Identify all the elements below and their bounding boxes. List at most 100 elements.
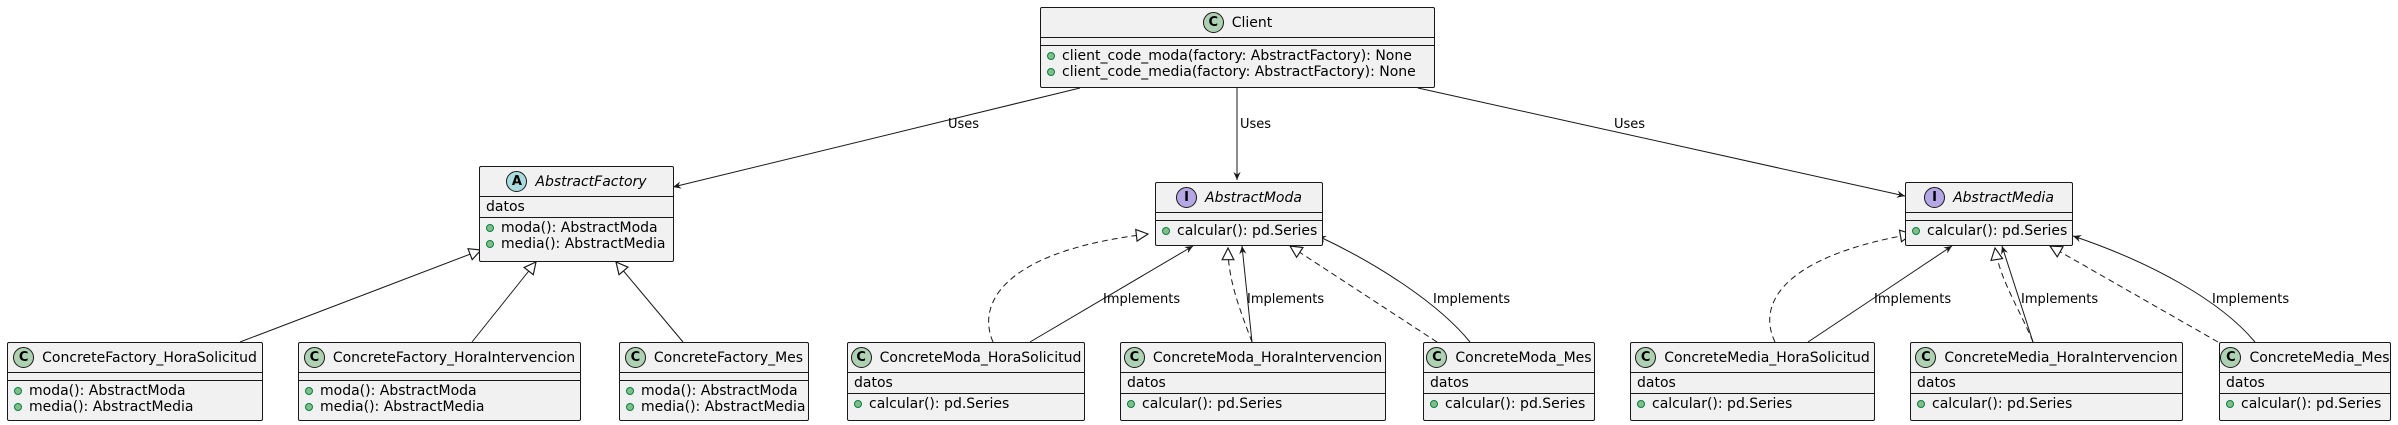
class-stereotype-icon: C [1915, 347, 1937, 368]
implements-label: Implements [1874, 292, 1952, 307]
method-row: calcular(): pd.Series [854, 396, 1078, 412]
uses-label: Uses [1614, 117, 1646, 132]
class-stereotype-icon: C [1202, 12, 1224, 33]
class-name: ConcreteFactory_HoraSolicitud [42, 349, 257, 366]
public-method-icon [486, 240, 494, 248]
class-stereotype-icon: C [624, 347, 646, 368]
interface-abstract-moda[interactable]: I AbstractModa calcular(): pd.Series [1155, 182, 1323, 246]
class-header: C Client [1041, 8, 1434, 38]
field-row: datos [1430, 375, 1469, 391]
realize-edge-cme-hs [1769, 234, 1912, 343]
class-header: C ConcreteMedia_HoraIntervencion [1911, 343, 2182, 373]
implements-label: Implements [1247, 292, 1325, 307]
methods-section: moda(): AbstractModa media(): AbstractMe… [480, 218, 673, 254]
public-method-icon [1912, 227, 1920, 235]
method-text: moda(): AbstractModa [641, 383, 798, 399]
methods-section: calcular(): pd.Series [2220, 394, 2390, 414]
implements-label: Implements [2021, 292, 2099, 307]
realize-edge-cme-mes [2050, 246, 2219, 343]
method-row: moda(): AbstractModa [626, 383, 802, 399]
public-method-icon [14, 403, 22, 411]
impl-edge-cme-mes [2072, 235, 2256, 343]
public-method-icon [1047, 52, 1055, 60]
method-row: calcular(): pd.Series [1912, 223, 2068, 239]
class-stereotype-icon: C [850, 347, 872, 368]
method-text: calcular(): pd.Series [1932, 396, 2073, 412]
fields-section: datos [1424, 373, 1594, 394]
method-row: moda(): AbstractModa [305, 383, 574, 399]
class-concrete-factory-mes[interactable]: C ConcreteFactory_Mes moda(): AbstractMo… [619, 342, 809, 421]
method-row: calcular(): pd.Series [1917, 396, 2176, 412]
public-method-icon [1917, 400, 1925, 408]
method-row: client_code_moda(factory: AbstractFactor… [1047, 48, 1428, 64]
fields-section [1906, 213, 2072, 221]
method-text: calcular(): pd.Series [869, 396, 1010, 412]
class-header: C ConcreteFactory_HoraSolicitud [8, 343, 262, 373]
public-method-icon [1127, 400, 1135, 408]
class-header: I AbstractModa [1156, 183, 1322, 213]
class-concrete-moda-hora-solicitud[interactable]: C ConcreteModa_HoraSolicitud datos calcu… [847, 342, 1085, 421]
method-row: calcular(): pd.Series [1430, 396, 1588, 412]
public-method-icon [305, 387, 313, 395]
class-concrete-media-mes[interactable]: C ConcreteMedia_Mes datos calcular(): pd… [2219, 342, 2391, 421]
fields-section [1041, 38, 1434, 46]
methods-section: moda(): AbstractModa media(): AbstractMe… [8, 381, 262, 417]
implements-label: Implements [2212, 292, 2290, 307]
class-header: C ConcreteMedia_HoraSolicitud [1631, 343, 1874, 373]
field-row: datos [2226, 375, 2265, 391]
uses-label: Uses [1240, 117, 1272, 132]
class-name: ConcreteModa_HoraIntervencion [1152, 349, 1383, 366]
class-name: AbstractMedia [1953, 189, 2054, 206]
class-stereotype-icon: C [1123, 347, 1145, 368]
inherit-edge-cf-mes [616, 262, 684, 343]
method-row: calcular(): pd.Series [1637, 396, 1868, 412]
impl-edge-cmo-hs [1029, 245, 1194, 343]
method-row: media(): AbstractMedia [486, 236, 667, 252]
methods-section: calcular(): pd.Series [1156, 221, 1322, 241]
method-text: media(): AbstractMedia [501, 236, 666, 252]
method-row: calcular(): pd.Series [1162, 223, 1318, 239]
fields-section [1156, 213, 1322, 221]
class-name: ConcreteMedia_HoraSolicitud [1664, 349, 1870, 366]
class-concrete-media-hora-solicitud[interactable]: C ConcreteMedia_HoraSolicitud datos calc… [1630, 342, 1875, 421]
interface-abstract-media[interactable]: I AbstractMedia calcular(): pd.Series [1905, 182, 2073, 246]
class-concrete-media-hora-intervencion[interactable]: C ConcreteMedia_HoraIntervencion datos c… [1910, 342, 2183, 421]
class-abstract-factory[interactable]: A AbstractFactory datos moda(): Abstract… [479, 166, 674, 262]
method-text: client_code_moda(factory: AbstractFactor… [1062, 48, 1412, 64]
class-concrete-moda-mes[interactable]: C ConcreteModa_Mes datos calcular(): pd.… [1423, 342, 1595, 421]
method-text: media(): AbstractMedia [641, 399, 806, 415]
class-stereotype-icon: C [303, 347, 325, 368]
fields-section: datos [1121, 373, 1385, 394]
class-name: ConcreteModa_Mes [1455, 349, 1592, 366]
implements-label: Implements [1433, 292, 1511, 307]
field-row: datos [1917, 375, 1956, 391]
method-text: calcular(): pd.Series [2241, 396, 2382, 412]
fields-section: datos [2220, 373, 2390, 394]
class-name: ConcreteFactory_HoraIntervencion [332, 349, 576, 366]
realize-edge-cmo-hi [1228, 248, 1253, 343]
method-text: client_code_media(factory: AbstractFacto… [1062, 64, 1416, 80]
inherit-edge-cf-hi [471, 262, 536, 343]
class-header: C ConcreteModa_Mes [1424, 343, 1594, 373]
class-client[interactable]: C Client client_code_moda(factory: Abstr… [1040, 7, 1435, 88]
public-method-icon [486, 224, 494, 232]
method-row: media(): AbstractMedia [14, 399, 256, 415]
class-concrete-moda-hora-intervencion[interactable]: C ConcreteModa_HoraIntervencion datos ca… [1120, 342, 1386, 421]
class-header: C ConcreteMedia_Mes [2220, 343, 2390, 373]
public-method-icon [1637, 400, 1645, 408]
methods-section: calcular(): pd.Series [1906, 221, 2072, 241]
class-header: I AbstractMedia [1906, 183, 2072, 213]
implements-label: Implements [1103, 292, 1181, 307]
field-row: datos [854, 375, 893, 391]
uses-edge-media [1417, 87, 1906, 198]
fields-section: datos [848, 373, 1084, 394]
class-concrete-factory-hora-solicitud[interactable]: C ConcreteFactory_HoraSolicitud moda(): … [7, 342, 263, 421]
class-concrete-factory-hora-intervencion[interactable]: C ConcreteFactory_HoraIntervencion moda(… [298, 342, 581, 421]
method-text: calcular(): pd.Series [1927, 223, 2068, 239]
class-name: ConcreteModa_HoraSolicitud [879, 349, 1082, 366]
impl-edge-cme-hi [2001, 245, 2034, 343]
class-header: C ConcreteFactory_HoraIntervencion [299, 343, 580, 373]
methods-section: calcular(): pd.Series [848, 394, 1084, 414]
method-text: calcular(): pd.Series [1177, 223, 1318, 239]
field-row: datos [486, 199, 525, 215]
